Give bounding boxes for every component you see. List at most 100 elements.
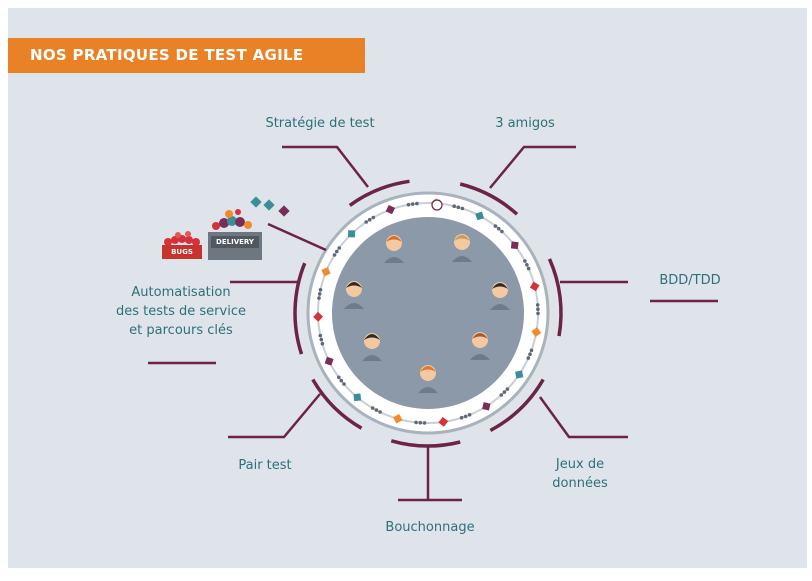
person-hair	[386, 236, 402, 242]
ring-dot-marker	[422, 421, 427, 425]
ring-dot-marker	[535, 303, 540, 307]
ring-dot-marker	[335, 249, 339, 254]
person-icon-3	[344, 281, 364, 309]
arc-bdd	[547, 258, 563, 337]
person-hair	[492, 283, 508, 289]
ring-diamond-marker	[515, 370, 524, 379]
ring-dot-marker	[536, 307, 540, 312]
ring-dot-marker	[525, 263, 529, 267]
ring-dot-marker	[418, 420, 423, 425]
ring-dot-marker	[526, 266, 531, 271]
practice-bouchonnage-label: Bouchonnage	[385, 520, 475, 535]
connector-lines	[148, 145, 718, 502]
person-body	[452, 256, 472, 262]
arc-automatisation	[293, 262, 307, 355]
ring-dot-marker	[529, 348, 534, 353]
arc-bouchonnage	[390, 439, 461, 448]
ring-dot-marker	[414, 420, 418, 425]
connector-pair	[228, 393, 321, 439]
team-members	[344, 234, 510, 393]
ring-dot-marker	[317, 296, 321, 300]
ring-dot-marker	[463, 414, 468, 419]
ring-dot-marker	[339, 378, 344, 383]
ring-dot-marker	[493, 224, 498, 228]
ring-dot-marker	[456, 205, 461, 210]
person-icon-7	[418, 365, 438, 393]
ring-dot-marker	[502, 390, 507, 394]
person-body	[384, 257, 404, 263]
person-body	[490, 304, 510, 310]
connector-bouchonnage	[398, 446, 462, 502]
ring-dot-marker	[500, 229, 504, 234]
ring-dot-marker	[467, 413, 472, 417]
ring-dot-marker	[342, 382, 346, 386]
ring-diamond-marker	[353, 393, 362, 402]
ring-dot-marker	[319, 337, 324, 342]
ring-diamond-marker	[385, 204, 396, 215]
person-hair	[454, 235, 470, 241]
ring-dot-marker	[536, 311, 540, 316]
practice-bdd-label: BDD/TDD	[659, 273, 721, 288]
ring-dot-marker	[337, 246, 342, 250]
arc-pair	[311, 378, 363, 430]
person-hair	[346, 282, 362, 288]
connector-strategie	[282, 145, 369, 188]
ring-dot-marker	[410, 202, 415, 206]
practice-automatisation-label: Automatisation des tests de service et p…	[116, 285, 246, 338]
delivery-logo: DELIVERY	[216, 238, 254, 246]
person-icon-4	[490, 282, 510, 310]
ring-dot-marker	[496, 226, 501, 231]
ring-diamond-marker	[348, 230, 356, 238]
ring-dot-marker	[318, 288, 323, 292]
person-icon-5	[362, 333, 382, 361]
outer-arcs	[293, 179, 563, 448]
ring-dot-marker	[332, 253, 337, 257]
practice-strategie-label: Stratégie de test	[265, 116, 375, 131]
person-body	[418, 387, 438, 393]
ring-dot-marker	[364, 220, 369, 224]
person-hair	[420, 366, 436, 372]
ring-dot-marker	[378, 410, 382, 414]
ring-dot-marker	[499, 393, 504, 397]
ring-dot-marker	[337, 375, 341, 380]
ring-dot-marker	[370, 406, 375, 410]
floating-diamond-icon	[250, 196, 262, 208]
ring-dot-marker	[320, 341, 325, 346]
ring-diamond-marker	[510, 241, 519, 250]
arc-jeux	[489, 378, 545, 432]
person-icon-1	[384, 235, 404, 263]
ring-dot-marker	[415, 201, 419, 206]
person-icon-2	[452, 234, 472, 262]
ring-dot-marker	[528, 352, 532, 357]
person-body	[470, 354, 490, 360]
ring-diamond-marker	[475, 211, 485, 221]
ring-dot-marker	[505, 387, 510, 391]
person-body	[362, 355, 382, 361]
ring-dot-marker	[367, 217, 372, 222]
practice-jeux-label: Jeux de données	[552, 457, 608, 491]
ring-dot-marker	[318, 333, 323, 338]
ring-diamond-marker	[482, 402, 491, 411]
person-body	[344, 303, 364, 309]
ring-diamond-marker	[531, 327, 542, 337]
person-hair	[472, 333, 488, 339]
ring-dot-marker	[371, 215, 376, 220]
ring-dot-marker	[526, 356, 531, 360]
automation-arm	[267, 222, 327, 252]
person-icon-6	[470, 332, 490, 360]
ring-dot-marker	[460, 206, 465, 211]
ring-diamond-marker	[392, 413, 403, 424]
ring-dot-marker	[317, 292, 322, 296]
arc-amigos	[459, 182, 519, 216]
page-title: NOS PRATIQUES DE TEST AGILE	[8, 38, 365, 73]
ring-dot-marker	[374, 408, 379, 412]
practice-amigos-label: 3 amigos	[495, 116, 555, 131]
ring-diamond-marker	[529, 281, 540, 292]
automation-illustration	[162, 196, 327, 260]
bugs-pile-icon	[164, 231, 200, 246]
person-hair	[364, 334, 380, 340]
floating-diamond-icon	[263, 199, 275, 211]
thumb-icon	[431, 199, 443, 211]
